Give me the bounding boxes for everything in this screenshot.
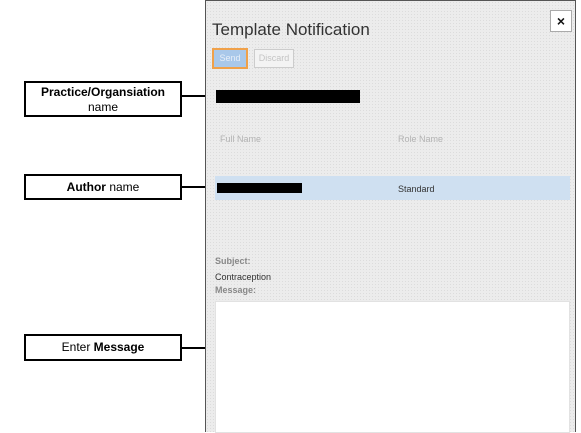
discard-button[interactable]: Discard (254, 49, 294, 68)
dialog-title: Template Notification (212, 20, 370, 39)
author-callout: Author name (24, 174, 182, 200)
message-label: Message: (215, 285, 257, 295)
message-textarea[interactable] (215, 301, 570, 433)
subject-label: Subject: (215, 256, 251, 266)
role-name-cell: Standard (398, 184, 435, 194)
subject-value: Contraception (215, 272, 272, 282)
author-name-redacted (217, 183, 302, 193)
callout-author-bold: Author (66, 180, 106, 194)
column-header-role-name: Role Name (398, 134, 444, 144)
practice-organisation-name-redacted (216, 90, 360, 103)
close-icon: × (556, 13, 566, 29)
callout-author-rest: name (105, 180, 140, 194)
send-button[interactable]: Send (212, 48, 248, 69)
callout-practice-rest: name (87, 100, 119, 114)
practice-organisation-callout: Practice/Organsiation name (24, 81, 182, 117)
callout-message-pre: Enter (61, 340, 94, 354)
template-notification-dialog: Template Notification × Send Discard Ful… (205, 0, 576, 433)
message-callout: Enter Message (24, 334, 182, 361)
close-button[interactable]: × (550, 10, 572, 32)
column-header-full-name: Full Name (220, 134, 262, 144)
callout-message-bold: Message (93, 340, 145, 354)
callout-practice-bold: Practice/Organsiation (40, 85, 166, 99)
